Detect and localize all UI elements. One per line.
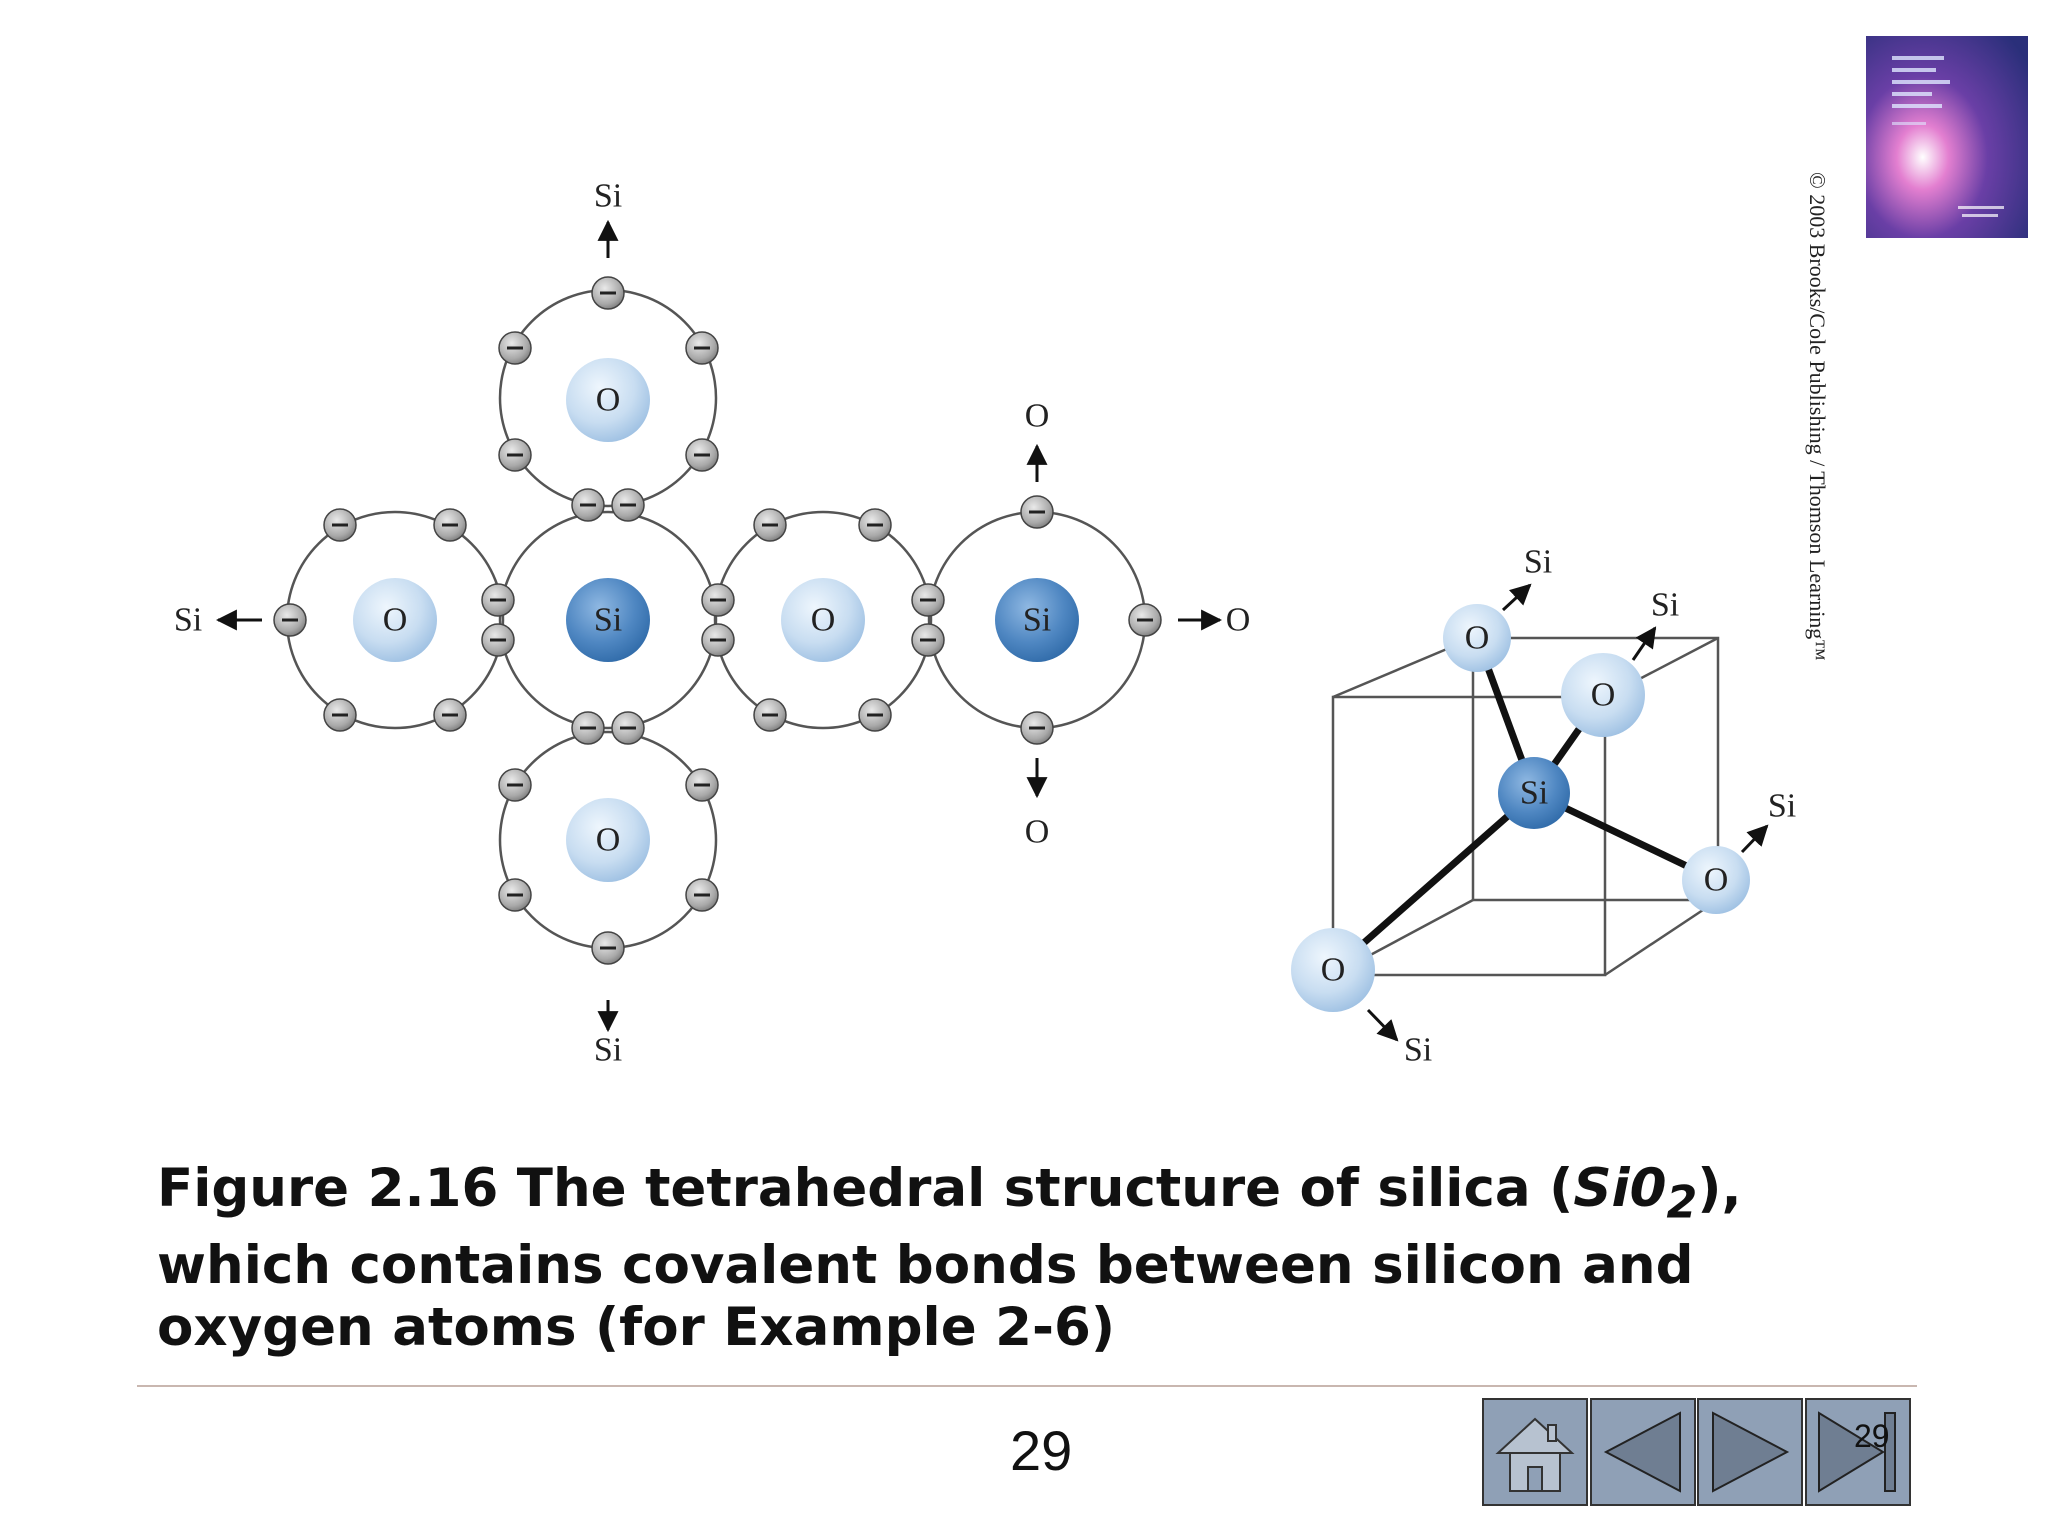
electron bbox=[498, 438, 532, 472]
book-cover-thumbnail bbox=[1866, 36, 2028, 238]
tetra-arrow-1 bbox=[1501, 583, 1532, 612]
atom-label: O bbox=[1704, 862, 1729, 899]
electron bbox=[481, 583, 515, 617]
electron bbox=[685, 768, 719, 802]
atom-label: O bbox=[596, 822, 621, 859]
caption-formula: Si02 bbox=[1573, 1158, 1697, 1229]
atom-label: Si bbox=[594, 602, 622, 639]
label-right-o-top: O bbox=[1025, 398, 1050, 435]
electron bbox=[498, 878, 532, 912]
atom-bottom-oxygen: O bbox=[566, 798, 650, 882]
next-button[interactable] bbox=[1697, 1398, 1803, 1506]
home-icon bbox=[1495, 1417, 1575, 1492]
electron bbox=[685, 331, 719, 365]
tetra-silicon: Si bbox=[1498, 757, 1570, 829]
nav-page-number: 29 bbox=[1854, 1418, 1890, 1454]
atom-label: O bbox=[1591, 677, 1616, 714]
electron bbox=[1020, 495, 1054, 529]
caption-formula-sub: 2 bbox=[1666, 1177, 1698, 1229]
electron bbox=[591, 931, 625, 965]
label-top-si: Si bbox=[594, 178, 622, 215]
last-icon bbox=[1818, 1411, 1896, 1493]
label-right-o-right: O bbox=[1226, 602, 1251, 639]
atom-label: O bbox=[383, 602, 408, 639]
atom-label: O bbox=[811, 602, 836, 639]
tetra-arrow-3 bbox=[1740, 824, 1769, 854]
tetra-oxygen-4: O bbox=[1291, 928, 1375, 1012]
tetra-label-si-1: Si bbox=[1524, 544, 1552, 581]
atom-label: Si bbox=[1520, 775, 1548, 812]
electron bbox=[858, 508, 892, 542]
label-right-o-bottom: O bbox=[1025, 814, 1050, 851]
electron bbox=[273, 603, 307, 637]
electron bbox=[911, 623, 945, 657]
copyright-notice: © 2003 Brooks/Cole Publishing / Thomson … bbox=[1805, 172, 1830, 661]
atom-right-silicon: Si bbox=[995, 578, 1079, 662]
last-page-button[interactable] bbox=[1805, 1398, 1911, 1506]
atom-label: Si bbox=[1023, 602, 1051, 639]
page-number: 29 bbox=[1010, 1419, 1073, 1482]
atom-left-oxygen: O bbox=[353, 578, 437, 662]
orbit-ring-middle-oxygen bbox=[713, 510, 933, 730]
electron bbox=[433, 508, 467, 542]
electron bbox=[753, 698, 787, 732]
electron-group bbox=[273, 276, 1162, 965]
caption-formula-main: Si0 bbox=[1573, 1158, 1667, 1219]
tetra-label-si-4: Si bbox=[1404, 1032, 1432, 1069]
atom-label: O bbox=[1321, 952, 1346, 989]
electron bbox=[701, 623, 735, 657]
tetra-label-si-2: Si bbox=[1651, 587, 1679, 624]
atom-middle-oxygen: O bbox=[781, 578, 865, 662]
previous-icon bbox=[1603, 1411, 1681, 1493]
electron bbox=[911, 583, 945, 617]
tetra-oxygen-1: O bbox=[1443, 604, 1511, 672]
label-bottom-si: Si bbox=[594, 1032, 622, 1069]
electron bbox=[481, 623, 515, 657]
atom-label: O bbox=[1465, 620, 1490, 657]
electron bbox=[753, 508, 787, 542]
electron bbox=[685, 438, 719, 472]
electron bbox=[611, 488, 645, 522]
electron bbox=[433, 698, 467, 732]
caption-rest: contains covalent bonds between silicon … bbox=[157, 1234, 1694, 1358]
electron bbox=[323, 698, 357, 732]
atom-center-silicon: Si bbox=[566, 578, 650, 662]
home-button[interactable] bbox=[1482, 1398, 1588, 1506]
electron bbox=[498, 768, 532, 802]
next-icon bbox=[1712, 1411, 1790, 1493]
tetra-oxygen-2: O bbox=[1561, 653, 1645, 737]
electron bbox=[701, 583, 735, 617]
electron bbox=[1020, 711, 1054, 745]
tetra-oxygen-3: O bbox=[1682, 846, 1750, 914]
tetra-label-si-3: Si bbox=[1768, 788, 1796, 825]
electron bbox=[1128, 603, 1162, 637]
electron bbox=[858, 698, 892, 732]
electron bbox=[685, 878, 719, 912]
electron bbox=[571, 711, 605, 745]
atom-label: O bbox=[596, 382, 621, 419]
tetra-arrow-4 bbox=[1366, 1008, 1399, 1042]
previous-button[interactable] bbox=[1590, 1398, 1696, 1506]
label-left-si: Si bbox=[174, 602, 202, 639]
electron bbox=[498, 331, 532, 365]
atom-top-oxygen: O bbox=[566, 358, 650, 442]
caption-prefix: Figure 2.16 The tetrahedral structure of… bbox=[157, 1158, 1574, 1219]
caption-suffix: ), which bbox=[157, 1158, 1742, 1296]
electron bbox=[591, 276, 625, 310]
electron bbox=[611, 711, 645, 745]
electron bbox=[323, 508, 357, 542]
electron bbox=[571, 488, 605, 522]
tetra-arrow-2 bbox=[1631, 626, 1657, 661]
footer-divider bbox=[137, 1385, 1917, 1387]
figure-caption: Figure 2.16 The tetrahedral structure of… bbox=[157, 1158, 1917, 1359]
